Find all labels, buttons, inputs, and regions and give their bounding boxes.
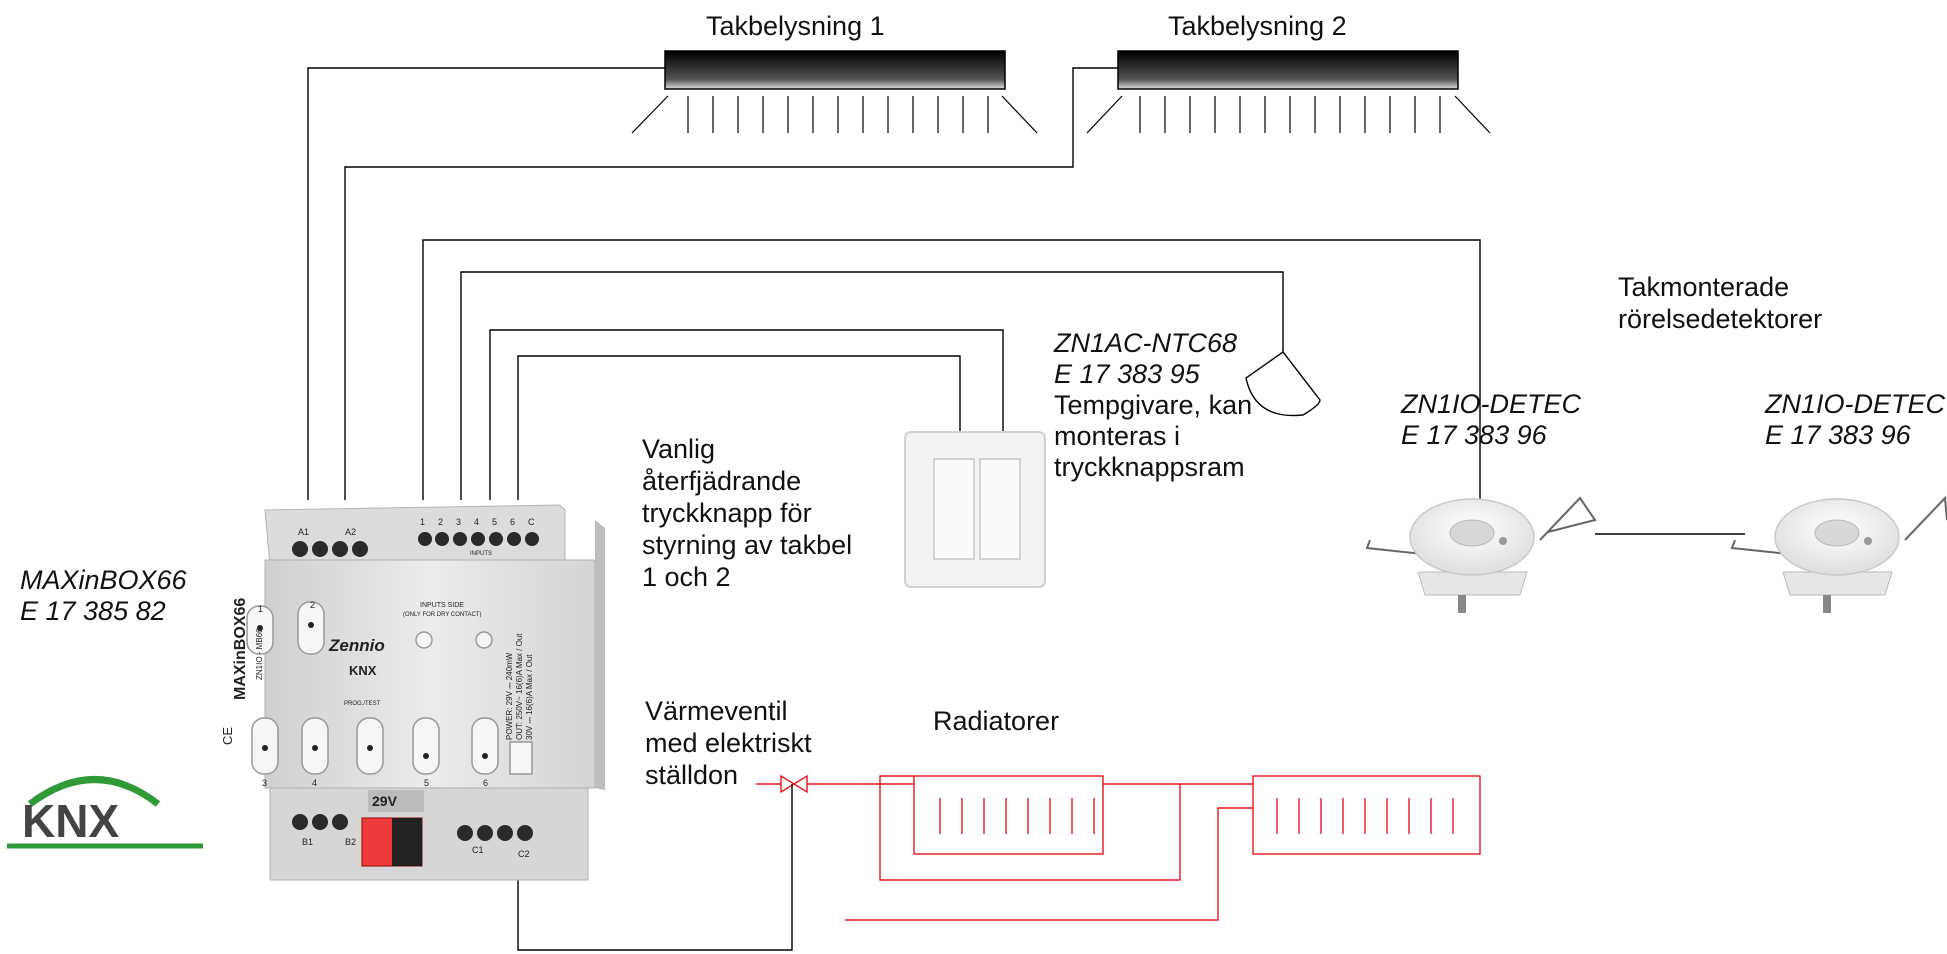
actuator-inputs-caption: INPUTS [470, 551, 492, 557]
wire-input1-detectors [422, 239, 1481, 500]
heating-circuit [756, 775, 1481, 921]
radiators-label: Radiatorer [933, 706, 1060, 736]
actuator-channel-6: 6 [483, 778, 488, 788]
actuator-brand: Zennio [328, 636, 385, 655]
actuator-label-c1: C1 [472, 845, 484, 855]
motion-detector-1 [1365, 496, 1597, 613]
actuator-input-5: 5 [492, 517, 497, 527]
actuator-ce-mark: CE [220, 727, 235, 745]
detector-1-model: ZN1IO-DETEC [1401, 389, 1582, 419]
actuator-input-6: 6 [510, 517, 515, 527]
thermo-desc-1: Tempgivare, kan [1054, 390, 1253, 420]
actuator-label-a2: A2 [345, 527, 356, 537]
wire-a2-light2 [344, 67, 1118, 500]
actuator-channel-2: 2 [310, 600, 315, 610]
actuator-model: MAXinBOX66 [20, 565, 187, 595]
actuator-output-rating-dc: 30V ⎓ 16(6)A Max / Out [525, 654, 534, 740]
maxinbox66-actuator: CE MAXinBOX66 ZN1IO - MB66 Zennio KNX A1… [220, 504, 605, 881]
detectors-heading: Takmonterade rörelsedetektorer [1618, 271, 1822, 335]
push-button-rocker-right [979, 458, 1021, 560]
temperature-probe-icon [1245, 351, 1321, 417]
light-1-label: Takbelysning 1 [706, 11, 885, 41]
actuator-input-2: 2 [438, 517, 443, 527]
valve-icon [780, 774, 808, 794]
actuator-label: MAXinBOX66 E 17 385 82 [20, 565, 187, 627]
actuator-dry-contact: (ONLY FOR DRY CONTACT) [403, 612, 481, 618]
knx-logo: KNX [7, 776, 203, 849]
detectors-heading-line1: Takmonterade [1618, 272, 1790, 302]
knx-logo-text: KNX [22, 795, 119, 847]
push-button-label-5: 1 och 2 [642, 562, 731, 592]
ceiling-light-2 [1086, 50, 1491, 134]
push-button-label-3: tryckknapp för [642, 498, 812, 528]
wire-a1-light1 [307, 67, 665, 500]
detector-2-label: ZN1IO-DETEC E 17 383 96 [1765, 389, 1945, 451]
radiator-2-fins [1276, 798, 1454, 834]
motion-detector-2 [1730, 495, 1947, 613]
wire-c2-valve [517, 790, 793, 951]
push-button-frame [904, 431, 1046, 588]
actuator-knx-mark: KNX [349, 663, 377, 678]
actuator-input-1: 1 [420, 517, 425, 527]
light-2-housing [1117, 50, 1459, 90]
radiator-2 [1252, 775, 1481, 855]
actuator-inputs-side: INPUTS SIDE [420, 602, 464, 609]
actuator-product-code: ZN1IO - MB66 [255, 628, 264, 680]
actuator-channel-1: 1 [258, 604, 263, 614]
push-button-rocker-left [933, 458, 975, 560]
push-button-label-4: styrning av takbel [642, 530, 853, 560]
light-1-housing [664, 50, 1006, 90]
wire-input3-button [489, 329, 1004, 500]
light-2-label: Takbelysning 2 [1168, 11, 1347, 41]
push-button-label-2: återfjädrande [642, 466, 802, 496]
actuator-input-3: 3 [456, 517, 461, 527]
knx-logo-arc [27, 776, 161, 807]
actuator-label-b1: B1 [302, 837, 313, 847]
thermo-desc-3: tryckknappsram [1054, 452, 1245, 482]
actuator-channel-3: 3 [262, 778, 267, 788]
actuator-input-4: 4 [474, 517, 479, 527]
thermo-desc-2: monteras i [1054, 421, 1181, 451]
thermo-label: ZN1AC-NTC68 E 17 383 95 Tempgivare, kan … [1054, 328, 1252, 483]
actuator-bus-voltage: 29V [372, 793, 398, 809]
valve-label-2: med elektriskt [645, 728, 812, 758]
actuator-power-rating: POWER: 29V ⎓ 240mW [505, 652, 514, 740]
wire-input4-button [517, 355, 961, 500]
detector-1-label: ZN1IO-DETEC E 17 383 96 [1401, 389, 1581, 451]
actuator-channel-5: 5 [424, 778, 429, 788]
light-2-rays [1086, 95, 1491, 134]
detector-1-code: E 17 383 96 [1401, 420, 1547, 450]
actuator-channel-4: 4 [312, 778, 317, 788]
valve-label: Värmeventil med elektriskt ställdon [645, 695, 812, 791]
actuator-prog-test: PROG./TEST [344, 701, 381, 707]
light-1-rays [631, 95, 1038, 134]
wire-input2-thermo [460, 271, 1284, 500]
actuator-code: E 17 385 82 [20, 596, 166, 626]
actuator-output-rating: OUT: 250V~ 16(6)A Max / Out [515, 633, 524, 740]
detectors-heading-line2: rörelsedetektorer [1618, 304, 1823, 334]
thermo-model: ZN1AC-NTC68 [1054, 328, 1238, 358]
actuator-label-c2: C2 [518, 849, 530, 859]
push-button-label-1: Vanlig [642, 434, 716, 464]
push-button-label: Vanlig återfjädrande tryckknapp för styr… [642, 433, 852, 593]
actuator-product-name: MAXinBOX66 [232, 598, 249, 700]
valve-label-3: ställdon [645, 760, 739, 790]
valve-label-1: Värmeventil [645, 696, 788, 726]
thermo-code: E 17 383 95 [1054, 359, 1200, 389]
detector-2-model: ZN1IO-DETEC [1765, 389, 1946, 419]
actuator-label-b2: B2 [345, 837, 356, 847]
radiator-1 [913, 775, 1104, 855]
push-button-device [904, 431, 1046, 588]
actuator-label-a1: A1 [298, 527, 309, 537]
control-wires [307, 67, 1745, 951]
radiator-1-fins [939, 798, 1095, 834]
detector-2-code: E 17 383 96 [1765, 420, 1911, 450]
ceiling-light-1 [631, 50, 1038, 134]
actuator-input-c: C [528, 517, 535, 527]
